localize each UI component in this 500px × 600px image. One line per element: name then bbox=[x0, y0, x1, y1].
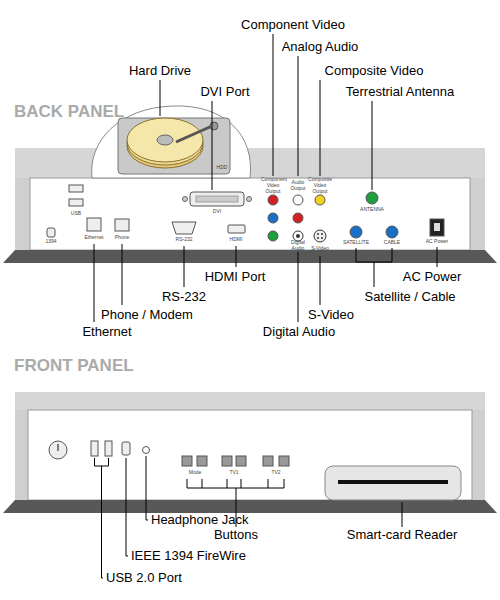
hard-drive bbox=[118, 118, 230, 174]
usb-port bbox=[69, 185, 83, 192]
box-side bbox=[15, 410, 28, 500]
button bbox=[279, 456, 289, 466]
rca-green bbox=[268, 231, 278, 241]
headphone-jack bbox=[143, 447, 150, 454]
callout-label: Digital Audio bbox=[263, 325, 335, 340]
button bbox=[236, 456, 246, 466]
callout-label: DVI Port bbox=[200, 85, 249, 100]
callout-label: Composite Video bbox=[325, 64, 424, 79]
platter bbox=[127, 118, 203, 162]
ac-socket bbox=[430, 219, 444, 236]
callout-label: IEEE 1394 FireWire bbox=[131, 549, 246, 564]
hdmi-port bbox=[228, 225, 245, 233]
power-button bbox=[49, 441, 67, 459]
rca-red bbox=[268, 195, 278, 205]
callout-label: USB 2.0 Port bbox=[106, 571, 182, 586]
callout-label: Buttons bbox=[214, 528, 258, 543]
leader-lines bbox=[94, 34, 437, 322]
card-slot bbox=[338, 480, 448, 484]
port-marking: Component Video Output bbox=[261, 177, 285, 194]
port-marking: RS-232 bbox=[176, 237, 193, 243]
button bbox=[182, 456, 192, 466]
callout-label: Component Video bbox=[241, 18, 345, 33]
read-arm bbox=[176, 126, 212, 142]
rca-white bbox=[293, 195, 303, 205]
button bbox=[222, 456, 232, 466]
spindle bbox=[157, 135, 173, 145]
callout-label: HDMI Port bbox=[205, 270, 266, 285]
callout-label: RS-232 bbox=[162, 290, 206, 305]
box-top bbox=[15, 392, 485, 410]
rca-yellow bbox=[315, 195, 325, 205]
port-marking: S-Video bbox=[311, 246, 329, 252]
port-marking: AC Power bbox=[426, 239, 449, 245]
firewire-port bbox=[47, 228, 55, 237]
port-marking: Digital Audio bbox=[287, 240, 309, 252]
callout-label: Terrestrial Antenna bbox=[346, 85, 454, 100]
dvi-port bbox=[190, 192, 244, 206]
box-base bbox=[3, 500, 497, 513]
port-marking: Composite Video Output bbox=[308, 177, 332, 194]
callout-label: Ethernet bbox=[82, 325, 131, 340]
port-marking: Mode bbox=[189, 470, 202, 476]
usb-port bbox=[105, 441, 112, 456]
usb-port bbox=[91, 441, 98, 456]
callout-label: Analog Audio bbox=[282, 40, 359, 55]
front-face bbox=[28, 410, 472, 500]
rs232-port bbox=[172, 222, 196, 234]
dvi-pins bbox=[196, 196, 238, 202]
button bbox=[263, 456, 273, 466]
ac-socket-hole bbox=[434, 223, 440, 231]
callout-label: Hard Drive bbox=[129, 64, 191, 79]
button bbox=[197, 456, 207, 466]
back-face bbox=[30, 178, 470, 250]
rca-red bbox=[293, 213, 303, 223]
screw bbox=[183, 197, 188, 202]
callout-label: Phone / Modem bbox=[101, 308, 193, 323]
box-side bbox=[15, 178, 30, 250]
usb-port bbox=[69, 199, 83, 206]
box-side bbox=[470, 178, 485, 250]
smart-card-reader bbox=[325, 466, 461, 500]
cable-jack bbox=[386, 226, 398, 238]
callout-label: AC Power bbox=[403, 270, 462, 285]
panel-heading: BACK PANEL bbox=[14, 102, 124, 122]
box-side bbox=[472, 410, 485, 500]
leader-lines bbox=[95, 456, 403, 578]
port-marking: Ethernet bbox=[85, 235, 104, 241]
port-marking: USB bbox=[71, 211, 81, 217]
ethernet-port bbox=[87, 218, 101, 231]
port-marking: ANTENNA bbox=[360, 207, 384, 213]
port-marking: TV2 bbox=[271, 470, 280, 476]
port-marking: 1394 bbox=[45, 239, 56, 245]
callout-label: Smart-card Reader bbox=[347, 528, 458, 543]
port-marking: CABLE bbox=[384, 240, 400, 246]
antenna-jack bbox=[366, 192, 378, 204]
svideo-jack bbox=[314, 230, 326, 242]
port-marking: Audio Output bbox=[289, 180, 307, 192]
phone-port bbox=[115, 219, 129, 231]
satellite-jack bbox=[350, 226, 362, 238]
port-marking: SATELLITE bbox=[343, 240, 369, 246]
rca-blue bbox=[268, 213, 278, 223]
firewire-port bbox=[122, 442, 130, 455]
callout-label: Headphone Jack bbox=[151, 513, 249, 528]
port-marking: DVI bbox=[213, 209, 221, 215]
jack-core bbox=[296, 234, 300, 238]
port-marking: Phone bbox=[115, 235, 129, 241]
arm-pivot bbox=[210, 122, 218, 130]
port-marking: HDD bbox=[217, 165, 228, 171]
panel-heading: FRONT PANEL bbox=[14, 356, 134, 376]
port-marking: TV1 bbox=[229, 470, 238, 476]
box-base bbox=[3, 250, 497, 263]
callout-label: Satellite / Cable bbox=[364, 290, 455, 305]
callout-label: S-Video bbox=[308, 308, 354, 323]
port-marking: HDMI bbox=[230, 237, 243, 243]
screw bbox=[247, 197, 252, 202]
